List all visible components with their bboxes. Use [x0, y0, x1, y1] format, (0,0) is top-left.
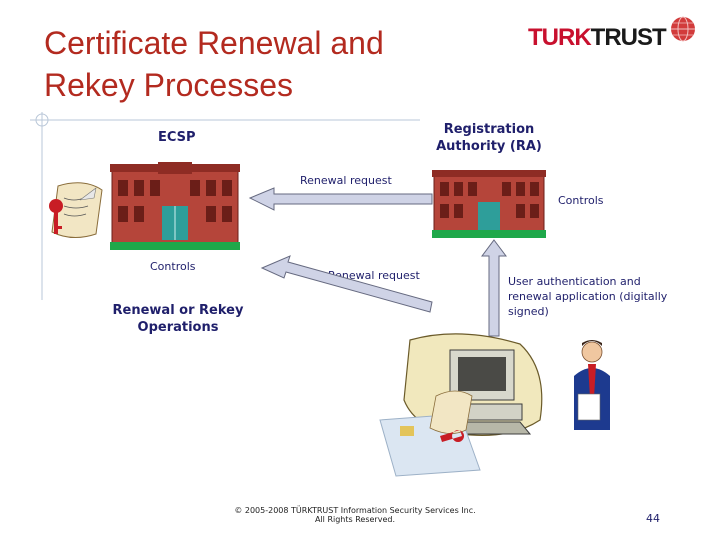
turktrust-logo: TURKTRUST	[528, 24, 667, 52]
ecsp-building-icon	[110, 162, 240, 250]
title-line-1: Certificate Renewal and	[44, 25, 384, 61]
title-line-2: Rekey Processes	[44, 67, 293, 103]
footer-line-2: All Rights Reserved.	[314, 515, 395, 524]
renewal-rekey-label: Renewal or Rekey Operations	[112, 303, 244, 335]
slide-title: Certificate Renewal and Rekey Processes	[44, 22, 384, 106]
renewal-request-top-label: Renewal request	[300, 174, 392, 187]
user-workstation-icon	[379, 333, 543, 477]
logo-trust: TRUST	[590, 24, 667, 51]
page-number: 44	[646, 512, 660, 525]
user-auth-label: User authentication and renewal applicat…	[508, 275, 668, 318]
certificate-scroll-icon	[51, 182, 103, 238]
controls-right-label: Controls	[558, 194, 604, 207]
footer-line-1: © 2005-2008 TÜRKTRUST Information Securi…	[234, 506, 476, 515]
ra-label: Registration Authority (RA)	[436, 122, 542, 154]
controls-left-label: Controls	[150, 260, 196, 273]
logo-turk: TURK	[528, 24, 592, 51]
footer-copyright: © 2005-2008 TÜRKTRUST Information Securi…	[230, 506, 480, 524]
ra-building-icon	[432, 170, 546, 238]
key-icon	[49, 199, 63, 234]
renewal-request-mid-label: Renewal request	[328, 269, 420, 282]
logo-globe-icon	[671, 16, 695, 42]
ecsp-label: ECSP	[158, 130, 196, 145]
user-person-icon	[566, 336, 616, 430]
